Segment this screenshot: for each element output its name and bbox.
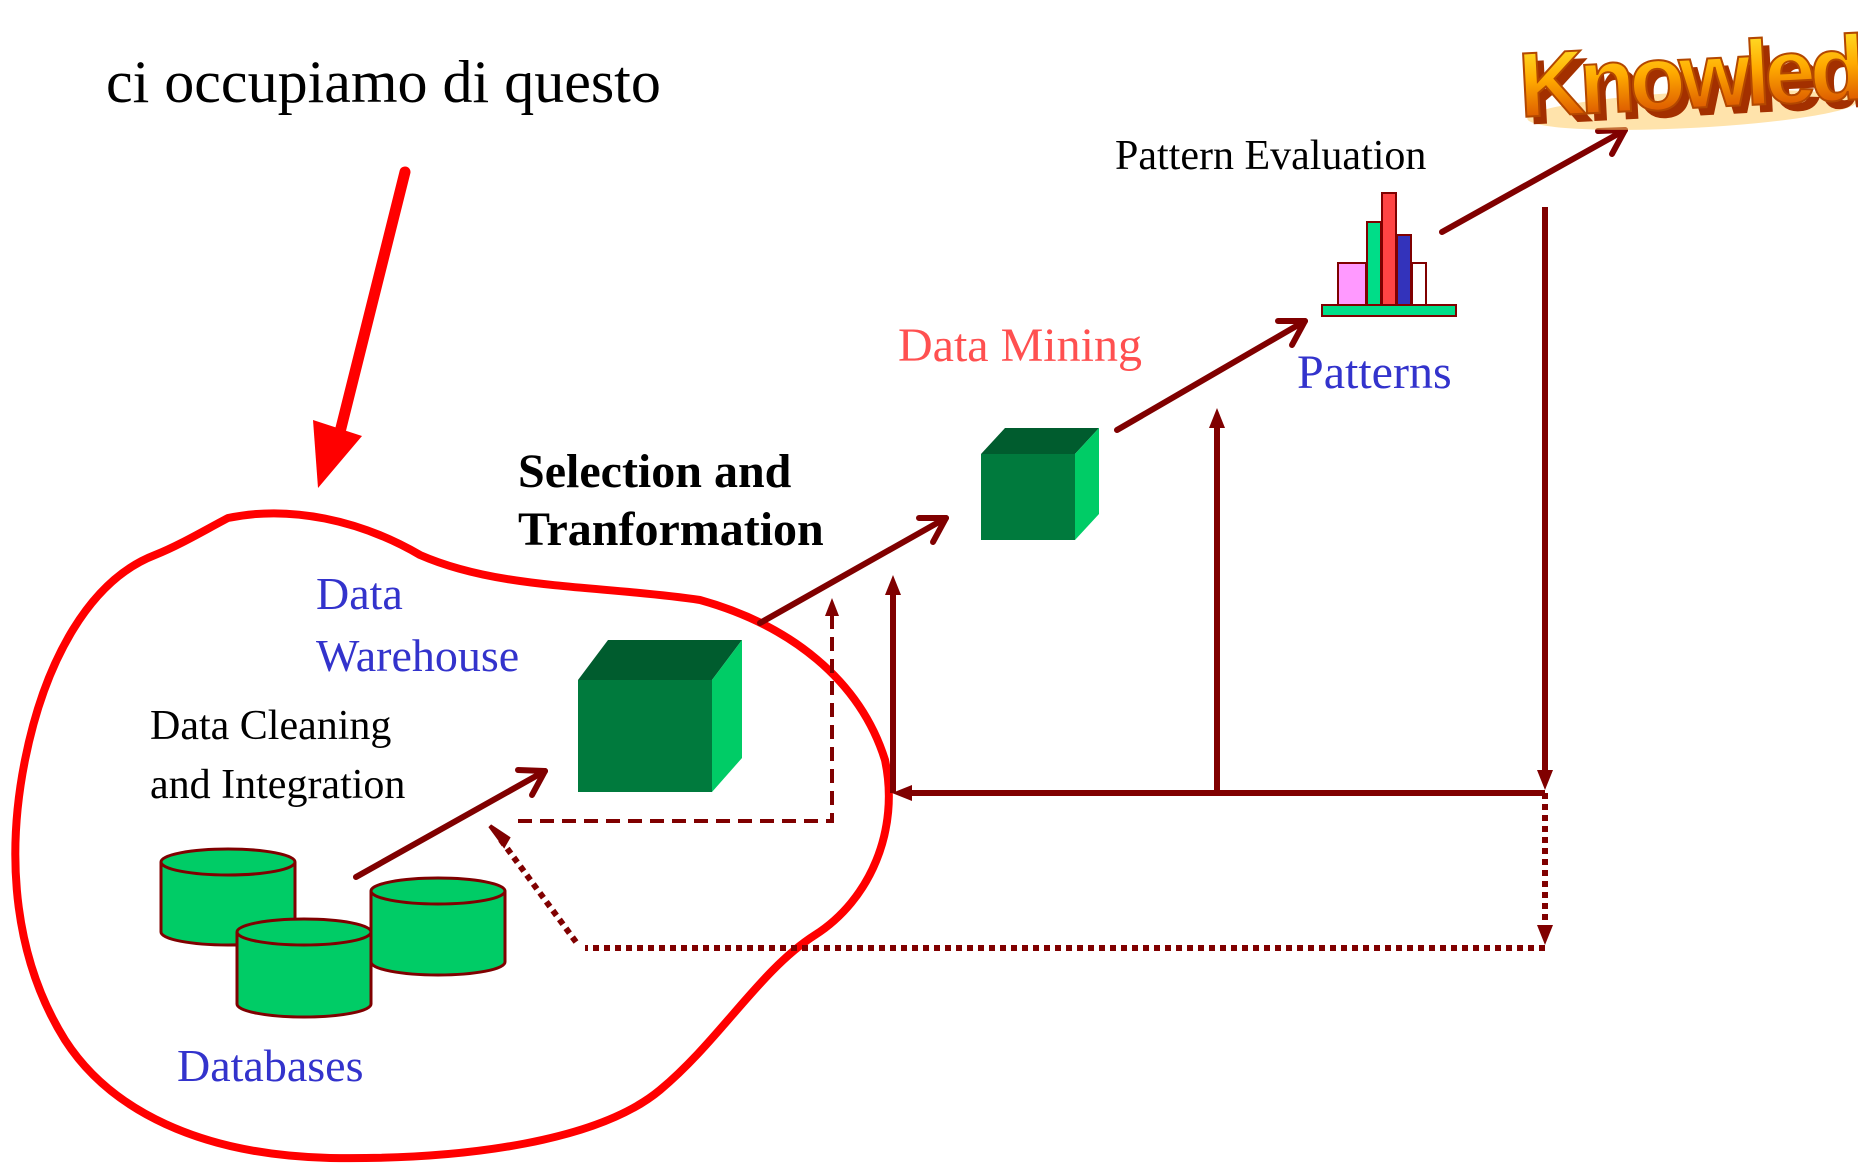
- arrow-mining: [1114, 318, 1308, 433]
- label-selection-line2: Tranformation: [518, 503, 824, 556]
- database-cylinders: [159, 847, 507, 1019]
- mining-cube: [981, 428, 1099, 540]
- process-arrows: [353, 127, 1628, 880]
- warehouse-cube: [578, 640, 742, 792]
- label-pattern-evaluation: Pattern Evaluation: [1115, 133, 1427, 179]
- arrow-selection: [757, 515, 949, 626]
- label-data-warehouse-line1: Data: [316, 568, 403, 619]
- knowledge-logo: Knowledge Knowledge: [1515, 11, 1858, 145]
- feedback-loop-solid: [885, 207, 1553, 801]
- slide-caption: ci occupiamo di questo: [106, 49, 661, 115]
- label-selection-line1: Selection and: [518, 445, 792, 498]
- label-patterns: Patterns: [1297, 346, 1452, 399]
- database-cylinder: [159, 847, 297, 947]
- label-data-warehouse-line2: Warehouse: [316, 630, 520, 681]
- label-data-cleaning-line2: and Integration: [150, 762, 406, 808]
- pointer-arrow: [313, 166, 411, 488]
- pattern-bars-icon: [1321, 192, 1457, 317]
- label-data-cleaning-line1: Data Cleaning: [150, 703, 392, 749]
- arrow-cleaning: [353, 767, 548, 880]
- database-cylinder: [369, 876, 507, 977]
- database-cylinder: [235, 917, 373, 1019]
- feedback-loop-dotted: [488, 793, 1553, 951]
- feedback-loop-dashed: [518, 598, 839, 823]
- svg-text:Knowledge: Knowledge: [1516, 12, 1858, 137]
- svg-text:Knowledge: Knowledge: [1523, 20, 1858, 145]
- arrow-evaluation: [1439, 127, 1628, 235]
- label-databases: Databases: [177, 1040, 364, 1091]
- label-data-mining: Data Mining: [898, 319, 1142, 372]
- highlight-enclosure: [11, 509, 893, 1163]
